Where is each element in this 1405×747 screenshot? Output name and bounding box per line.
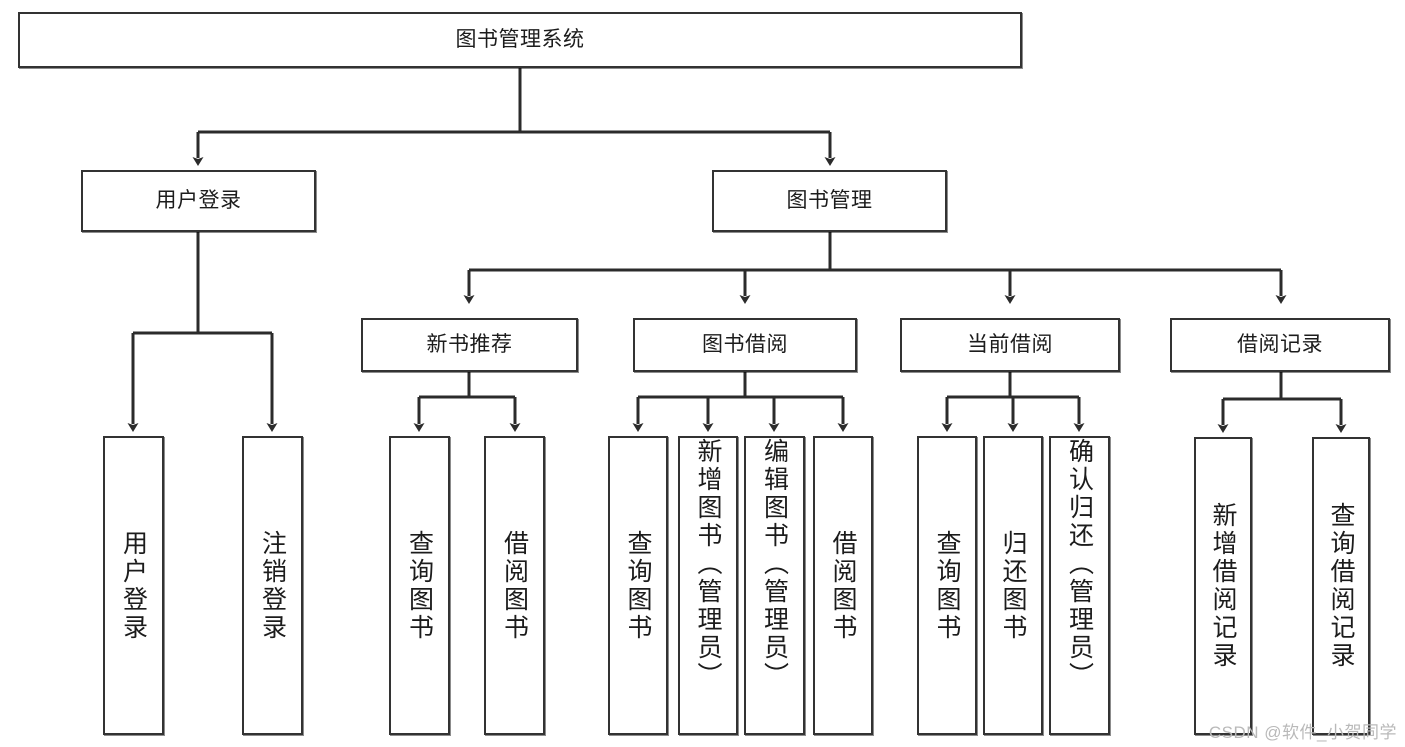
node-label: 查询图书 [405,529,434,642]
node-book-borrow[interactable]: 图书借阅 [633,318,857,372]
node-leaf-query-book-3[interactable]: 查询图书 [917,436,977,735]
node-label: 编辑图书（管理员） [760,438,789,690]
node-leaf-user-login[interactable]: 用户登录 [103,436,164,735]
node-label: 当前借阅 [967,333,1053,357]
node-label: 用户登录 [155,189,242,213]
node-leaf-borrow-book-1[interactable]: 借阅图书 [484,436,545,735]
node-leaf-query-book-2[interactable]: 查询图书 [608,436,668,735]
node-label: 借阅图书 [500,529,529,642]
node-label: 借阅图书 [829,529,857,642]
node-leaf-query-record[interactable]: 查询借阅记录 [1312,437,1370,735]
node-current-borrow[interactable]: 当前借阅 [900,318,1120,372]
node-leaf-return-book[interactable]: 归还图书 [983,436,1043,735]
node-borrow-record[interactable]: 借阅记录 [1170,318,1390,372]
node-leaf-confirm-return[interactable]: 确认归还（管理员） [1049,436,1110,735]
watermark-text: CSDN @软件_小贺同学 [1208,723,1397,742]
node-label: 确认归还（管理员） [1065,438,1094,690]
node-root-system[interactable]: 图书管理系统 [18,12,1022,68]
node-label: 查询图书 [933,529,961,642]
node-new-book-recommend[interactable]: 新书推荐 [361,318,578,372]
node-label: 归还图书 [999,529,1027,642]
node-book-management[interactable]: 图书管理 [712,170,947,232]
node-leaf-query-book-1[interactable]: 查询图书 [389,436,450,735]
node-label: 图书管理 [786,189,873,213]
node-label: 用户登录 [119,529,148,642]
node-user-login[interactable]: 用户登录 [81,170,316,232]
node-leaf-logout-login[interactable]: 注销登录 [242,436,303,735]
node-label: 新增借阅记录 [1209,502,1237,670]
node-label: 新书推荐 [426,333,513,357]
node-label: 注销登录 [258,529,287,642]
node-label: 查询借阅记录 [1327,502,1355,670]
node-leaf-edit-book[interactable]: 编辑图书（管理员） [744,436,805,735]
node-label: 查询图书 [624,529,652,642]
node-leaf-borrow-book-2[interactable]: 借阅图书 [813,436,873,735]
node-leaf-add-book[interactable]: 新增图书（管理员） [678,436,738,735]
node-label: 图书借阅 [702,333,788,357]
node-label: 借阅记录 [1237,333,1323,357]
node-label: 图书管理系统 [455,28,585,52]
node-label: 新增图书（管理员） [694,438,722,690]
node-leaf-add-record[interactable]: 新增借阅记录 [1194,437,1252,735]
